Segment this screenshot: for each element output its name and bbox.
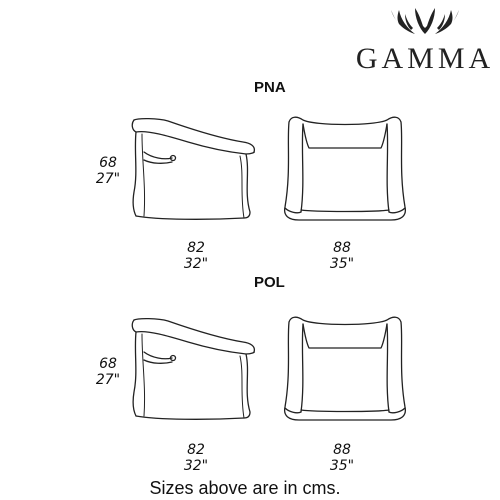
height-cm: 68	[99, 155, 117, 171]
height-cm: 68	[99, 356, 117, 372]
front-view-drawing	[283, 116, 407, 221]
height-in: 27"	[95, 171, 121, 187]
depth-dimension: 82 32"	[176, 442, 216, 474]
side-view-drawing	[131, 117, 256, 220]
width-cm: 88	[333, 240, 351, 256]
width-cm: 88	[333, 442, 351, 458]
depth-in: 32"	[183, 256, 209, 272]
three-leaf-crown-icon	[391, 8, 459, 34]
width-in: 35"	[329, 458, 355, 474]
model-code: PNA	[254, 79, 286, 96]
depth-cm: 82	[187, 442, 205, 458]
units-note: Sizes above are in cms.	[149, 478, 341, 498]
width-in: 35"	[329, 256, 355, 272]
front-view-drawing	[283, 316, 407, 421]
model-code: POL	[254, 274, 285, 291]
depth-dimension: 82 32"	[176, 240, 216, 272]
width-dimension: 88 35"	[322, 442, 362, 474]
side-view-drawing	[131, 317, 256, 420]
height-dimension: 68 27"	[88, 155, 128, 187]
brand-name: GAMMA	[355, 42, 495, 75]
depth-in: 32"	[183, 458, 209, 474]
depth-cm: 82	[187, 240, 205, 256]
height-in: 27"	[95, 372, 121, 388]
height-dimension: 68 27"	[88, 356, 128, 388]
width-dimension: 88 35"	[322, 240, 362, 272]
brand-logo: GAMMA	[355, 4, 495, 75]
